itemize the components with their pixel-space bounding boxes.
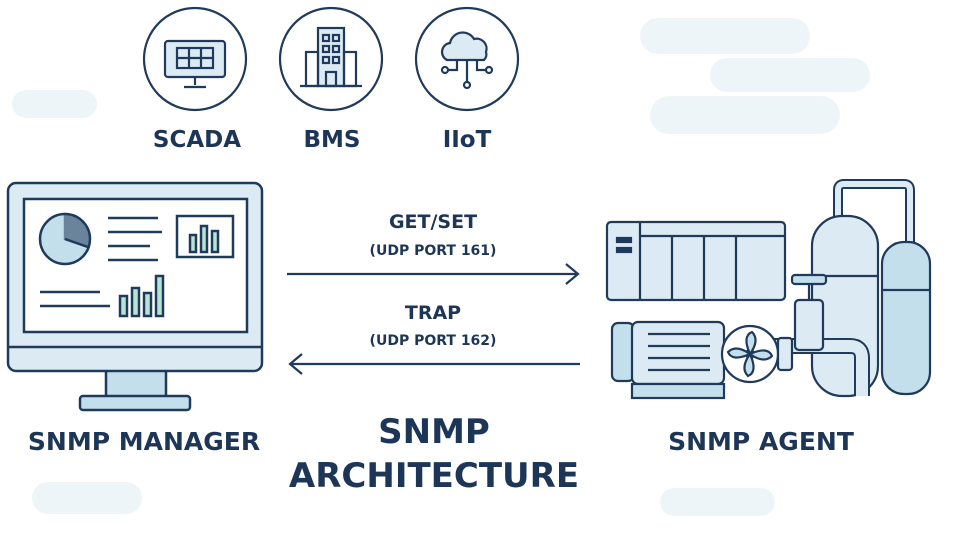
system-label-iiot: IIoT	[442, 127, 492, 153]
get-set-label: GET/SET	[388, 211, 478, 233]
trap-arrow	[288, 353, 580, 375]
trap-label: TRAP	[404, 302, 462, 324]
trap-port: (UDP PORT 162)	[369, 333, 497, 349]
title-line-2: ARCHITECTURE	[288, 456, 580, 496]
industrial-equipment-icon	[605, 179, 932, 400]
title-line-1: SNMP	[378, 412, 490, 452]
dashboard-monitor-icon	[6, 181, 264, 412]
monitor-grid-icon	[142, 6, 248, 112]
cloud-network-icon	[414, 6, 520, 112]
system-label-scada: SCADA	[152, 127, 242, 153]
get-set-arrow	[287, 263, 580, 285]
diagram-title: SNMP ARCHITECTURE	[289, 410, 579, 498]
building-icon	[278, 6, 384, 112]
system-label-bms: BMS	[303, 127, 361, 153]
agent-label: SNMP AGENT	[668, 427, 854, 456]
manager-label: SNMP MANAGER	[27, 427, 261, 456]
get-set-port: (UDP PORT 161)	[369, 243, 497, 259]
background-decoration	[12, 18, 870, 516]
